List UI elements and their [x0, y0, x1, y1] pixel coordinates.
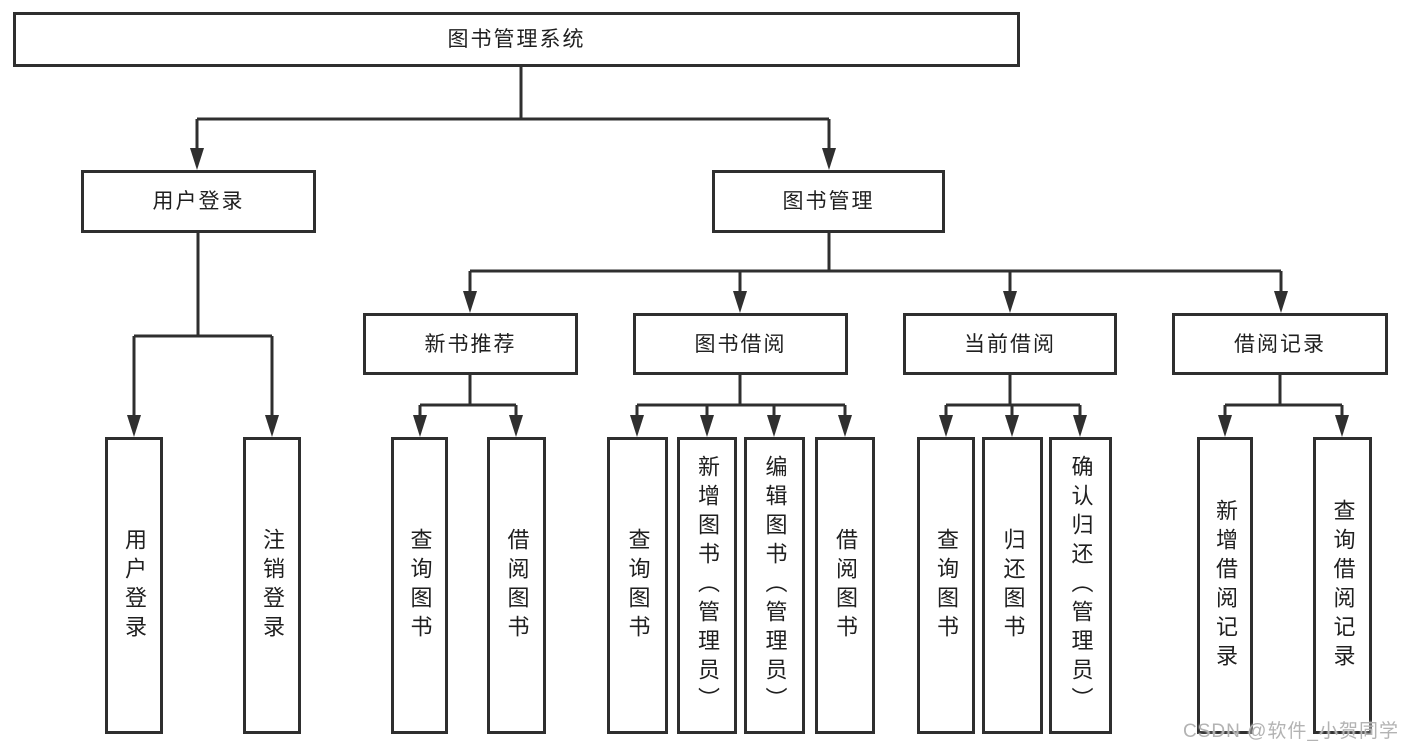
leaf-query-books-borrowing: 查询图书 [607, 437, 668, 734]
node-new-book-recommendation: 新书推荐 [363, 313, 578, 375]
node-label: 用户登录 [122, 527, 147, 644]
leaf-confirm-return-admin: 确认归还（管理员） [1049, 437, 1112, 734]
node-label: 归还图书 [1000, 527, 1026, 644]
node-label: 查询图书 [625, 527, 651, 644]
node-label: 注销登录 [260, 527, 285, 644]
leaf-add-books-admin: 新增图书（管理员） [677, 437, 737, 734]
node-library-management-system: 图书管理系统 [13, 12, 1020, 67]
node-current-borrowing: 当前借阅 [903, 313, 1117, 375]
node-label: 当前借阅 [964, 332, 1056, 356]
leaf-query-borrow-record: 查询借阅记录 [1313, 437, 1372, 734]
node-label: 图书借阅 [694, 332, 787, 356]
node-label: 查询图书 [407, 527, 433, 644]
node-label: 新增借阅记录 [1213, 498, 1238, 673]
node-label: 借阅图书 [504, 527, 530, 644]
tree-edges [132, 67, 1344, 419]
leaf-logout: 注销登录 [243, 437, 301, 734]
node-book-borrowing: 图书借阅 [633, 313, 848, 375]
node-borrowing-records: 借阅记录 [1172, 313, 1388, 375]
node-label: 新书推荐 [424, 332, 517, 356]
node-label: 新增图书（管理员） [695, 455, 720, 716]
node-label: 图书管理 [782, 190, 875, 213]
node-label: 查询图书 [934, 527, 959, 644]
node-label: 图书管理系统 [447, 28, 586, 51]
leaf-borrow-books-recommend: 借阅图书 [487, 437, 546, 734]
node-label: 借阅记录 [1234, 332, 1326, 356]
csdn-watermark: CSDN @软件_小贺同学 [1183, 721, 1399, 742]
node-user-login: 用户登录 [81, 170, 316, 233]
leaf-add-borrow-record: 新增借阅记录 [1197, 437, 1253, 734]
node-label: 用户登录 [152, 190, 245, 213]
leaf-query-books-recommend: 查询图书 [391, 437, 448, 734]
leaf-return-books: 归还图书 [982, 437, 1043, 734]
leaf-edit-books-admin: 编辑图书（管理员） [744, 437, 805, 734]
leaf-user-login: 用户登录 [105, 437, 163, 734]
node-label: 借阅图书 [833, 527, 858, 644]
node-label: 查询借阅记录 [1330, 498, 1356, 673]
node-book-management: 图书管理 [712, 170, 945, 233]
node-label: 确认归还（管理员） [1068, 455, 1094, 716]
arrowheads [127, 148, 1349, 437]
leaf-borrow-books: 借阅图书 [815, 437, 875, 734]
leaf-query-books-current: 查询图书 [917, 437, 975, 734]
node-label: 编辑图书（管理员） [762, 455, 788, 716]
